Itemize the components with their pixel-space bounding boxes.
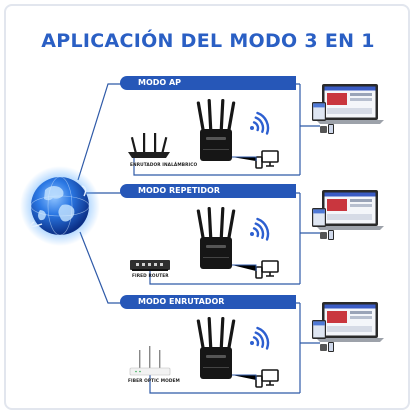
source-label-fiber-modem: FIBER OPTIC MODEM (128, 379, 180, 384)
connection-line (149, 375, 300, 394)
banner-label: MODO AP (138, 78, 182, 87)
source-label-wired-router: FIRED ROUTER (132, 274, 169, 279)
connection-line (149, 270, 300, 285)
banner-modo-ap: MODO AP (120, 76, 296, 90)
connection-line (133, 157, 300, 176)
banner-label: MODO ENRUTADOR (138, 297, 225, 306)
connection-line (79, 231, 300, 304)
banner-modo-enrutador: MODO ENRUTADOR (120, 295, 296, 309)
banner-modo-repetidor: MODO REPETIDOR (120, 184, 296, 198)
source-label-wireless-router: ENRUTADOR INALÁMBRICO (130, 163, 198, 168)
banner-label: MODO REPETIDOR (138, 186, 220, 195)
page-title: APLICACIÓN DEL MODO 3 EN 1 (41, 30, 375, 52)
